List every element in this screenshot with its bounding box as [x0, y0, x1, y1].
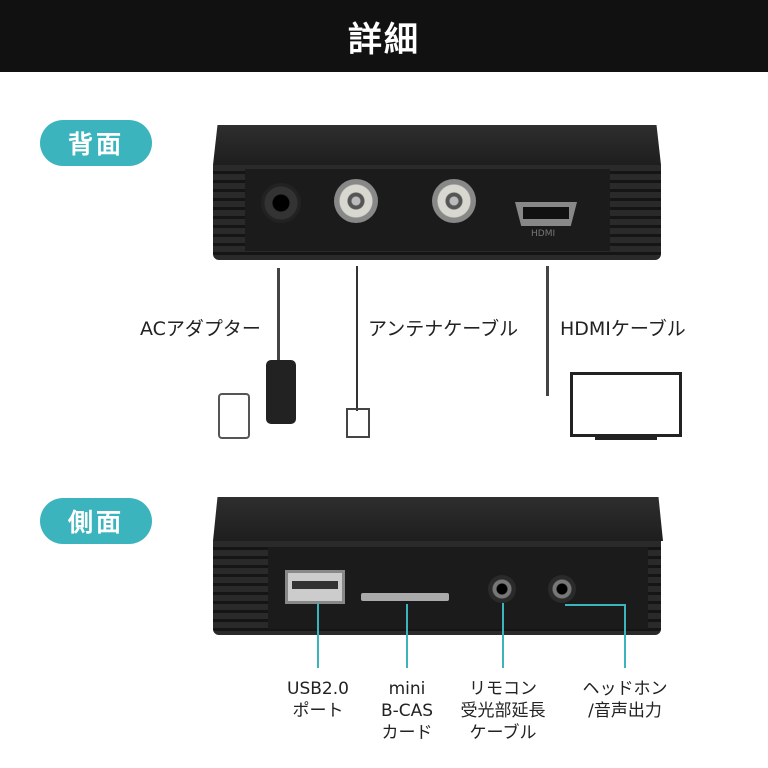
callout-bcas-line3: カード [381, 723, 433, 743]
callout-usb-line2: ポート [292, 701, 344, 721]
remote-ext-jack [488, 575, 516, 603]
callout-audio-line2: /音声出力 [588, 701, 662, 721]
antenna-in-port [334, 179, 378, 223]
dc-jack [261, 183, 301, 223]
page-title: 詳細 [348, 19, 420, 60]
antenna-cable [356, 266, 358, 411]
side-section-pill: 側面 [40, 498, 152, 544]
callout-usb: USB2.0 ポート [253, 678, 383, 722]
hdmi-cable-label: HDMIケーブル [560, 318, 686, 340]
callout-bcas-line1: mini [388, 679, 426, 699]
callout-remote-line3: ケーブル [469, 723, 537, 743]
callout-usb-line1: USB2.0 [287, 679, 349, 699]
antenna-out-port [432, 179, 476, 223]
back-section-pill: 背面 [40, 120, 152, 166]
power-outlet-icon [218, 393, 250, 439]
callout-remote: リモコン 受光部延長 ケーブル [438, 678, 568, 744]
callout-line-usb [317, 603, 319, 668]
callout-line-bcas [406, 604, 408, 668]
ac-cable [277, 268, 280, 363]
device-side-image [213, 497, 665, 637]
antenna-wall-outlet-icon [346, 408, 370, 438]
device-back-image: HDMI [213, 125, 661, 260]
hdmi-port-label: HDMI [531, 229, 556, 239]
hdmi-port [515, 202, 577, 226]
tv-icon [570, 372, 682, 437]
ac-adapter-icon [266, 360, 296, 424]
callout-bcas-line2: B-CAS [380, 701, 434, 721]
antenna-cable-label: アンテナケーブル [368, 318, 519, 340]
callout-line-remote [502, 603, 504, 668]
callout-remote-line2: 受光部延長 [460, 701, 546, 721]
callout-line-audio-h [565, 604, 626, 606]
tv-stand-icon [595, 437, 657, 445]
callout-line-audio [624, 604, 626, 668]
usb-port [285, 570, 345, 604]
hdmi-cable [546, 266, 549, 396]
callout-bcas: mini B-CAS カード [342, 678, 472, 744]
page-header: 詳細 [0, 0, 768, 72]
callout-audio-line1: ヘッドホン [582, 679, 668, 699]
callout-remote-line1: リモコン [469, 679, 537, 699]
audio-jack [548, 575, 576, 603]
ac-adapter-label: ACアダプター [140, 318, 261, 340]
callout-audio: ヘッドホン /音声出力 [560, 678, 690, 722]
bcas-slot [361, 593, 449, 601]
